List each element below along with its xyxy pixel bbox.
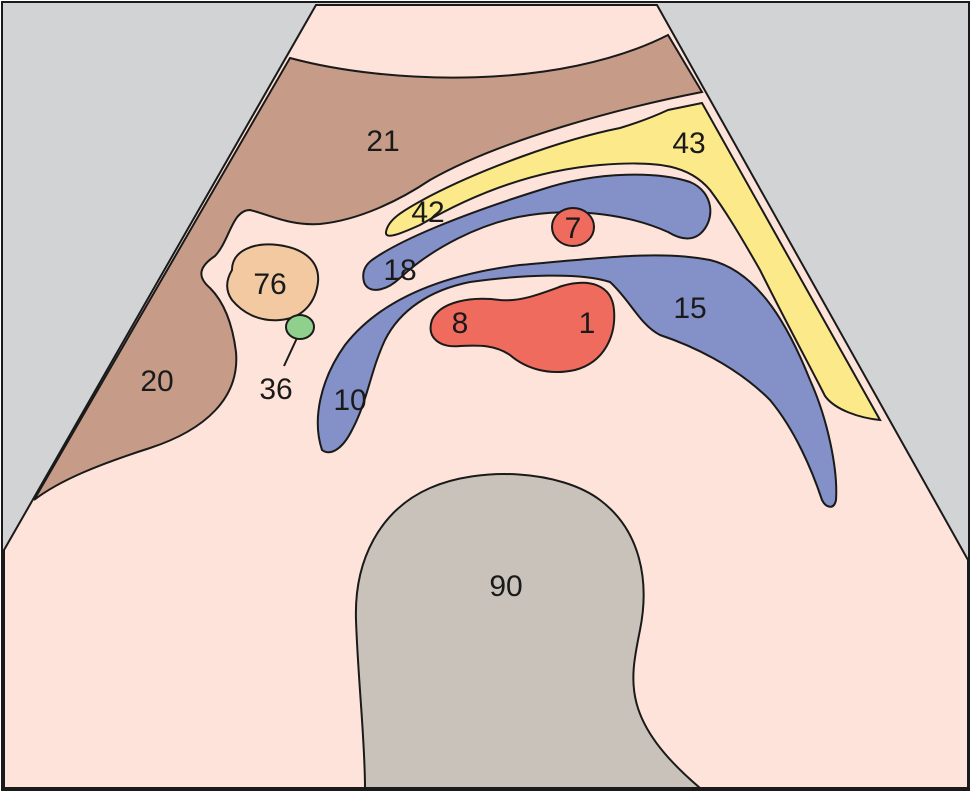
region-blue-10-15 xyxy=(316,254,838,508)
region-green-36 xyxy=(285,314,315,340)
label-43: 43 xyxy=(672,127,705,160)
label-36: 36 xyxy=(259,373,292,406)
region-yellow-43-42 xyxy=(385,101,882,422)
region-red-8-1 xyxy=(429,281,616,374)
label-18: 18 xyxy=(383,254,416,287)
region-blue-18 xyxy=(362,173,712,291)
leader-line-36 xyxy=(283,337,298,367)
label-10: 10 xyxy=(333,384,366,417)
label-1: 1 xyxy=(579,307,596,340)
label-8: 8 xyxy=(452,307,469,340)
region-red-7 xyxy=(551,207,595,247)
label-15: 15 xyxy=(673,292,706,325)
region-tan-76 xyxy=(226,243,320,322)
label-42: 42 xyxy=(411,196,444,229)
label-76: 76 xyxy=(253,268,286,301)
region-gray-90 xyxy=(354,473,703,789)
label-20: 20 xyxy=(140,365,173,398)
label-7: 7 xyxy=(565,212,582,245)
region-liver-brown xyxy=(33,33,704,501)
label-21: 21 xyxy=(366,125,399,158)
label-90: 90 xyxy=(489,570,522,603)
